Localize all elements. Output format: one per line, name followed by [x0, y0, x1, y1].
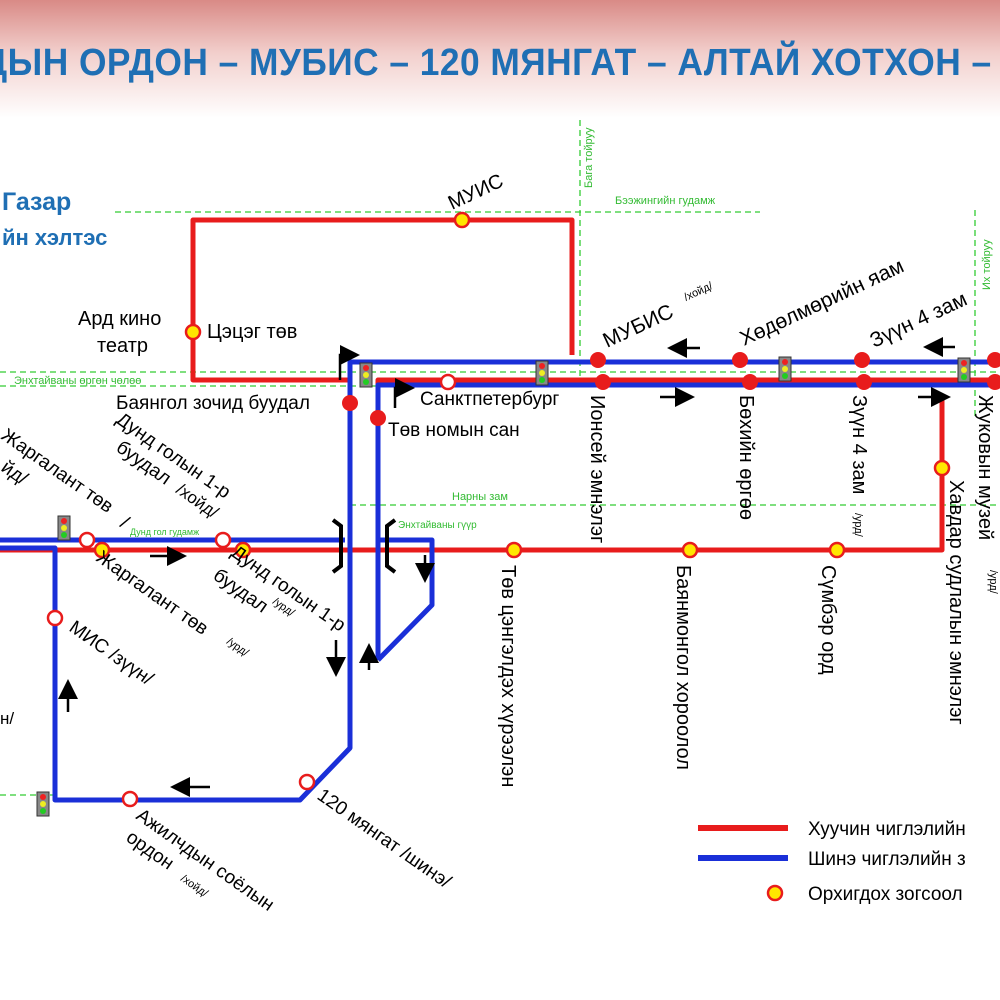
stop-label-tuv-nomyn-san: Төв номын сан — [388, 420, 520, 441]
stop-label-jargalant-s: Жаргалант төв — [92, 547, 212, 640]
stop-label-ard-kino: Ард кино — [78, 308, 161, 330]
org-name-line2: йн хэлтэс — [2, 225, 107, 250]
legend-stop-label: Орхигдох зогсоол — [808, 884, 963, 905]
traffic-light-icon — [957, 357, 971, 383]
stop-marker-dund-gol-s — [214, 531, 232, 549]
stop-label-zuun4-top: Зүүн 4 зам — [866, 288, 970, 353]
traffic-lights — [36, 356, 971, 817]
street-label-baga-toiruu: Бага тойруу — [583, 127, 595, 188]
stop-marker-mubis — [590, 352, 606, 368]
stop-marker-sumber — [828, 541, 846, 559]
stop-marker-mis — [46, 609, 64, 627]
old-route-narny-zam — [0, 395, 945, 553]
org-name-line1: Газар — [2, 188, 71, 216]
street-label-beejingiin: Бээжингийн гудамж — [615, 195, 716, 207]
stop-marker-muis — [453, 211, 471, 229]
stop-marker-khavdar — [933, 459, 951, 477]
stop-marker-tuv-nomyn-san — [370, 410, 386, 426]
stop-label-left-edge: н/ — [0, 709, 14, 728]
stop-label-ionsei: Ионсей эмнэлэг — [586, 395, 608, 543]
stop-marker-ionsei — [595, 374, 611, 390]
traffic-light-icon — [57, 515, 71, 541]
header-band — [0, 0, 1000, 118]
stop-marker-bekh — [742, 374, 758, 390]
stop-label-jargalant-s-note: /урд/ — [224, 636, 251, 660]
arrow-turn-2 — [393, 378, 415, 408]
stop-label-sumber: Сүмбэр орд — [817, 565, 839, 675]
legend-new-label: Шинэ чиглэлийн з — [808, 849, 966, 870]
stop-label-khavdar: Хавдар судлалын эмнэлэг — [945, 480, 967, 725]
legend-old-label: Хуучин чиглэлийн — [808, 819, 966, 840]
stop-marker-jargalant-n — [93, 541, 111, 559]
stop-label-tsetseg: Цэцэг төв — [207, 321, 297, 343]
stop-marker-khudulmur — [732, 352, 748, 368]
legend: Хуучин чиглэлийн Шинэ чиглэлийн з Орхигд… — [698, 819, 966, 905]
stop-label-teatr: театр — [97, 335, 148, 357]
removed-stops — [93, 211, 951, 559]
stop-marker-tsetseg — [184, 323, 202, 341]
stop-label-zuun4-note: /урд/ — [852, 513, 864, 538]
stop-marker-east-top — [987, 352, 1000, 368]
arrow-turn-1 — [338, 345, 360, 380]
stop-label-120: 120 мянгат /шинэ/ — [313, 785, 455, 893]
bridge-icon — [331, 518, 397, 574]
stop-marker-tuv-tsengeldekh — [505, 541, 523, 559]
traffic-light-icon — [36, 791, 50, 817]
legend-stop-icon — [766, 884, 784, 902]
street-label-dund-gol: Дунд гол гудамж — [130, 527, 199, 537]
stop-label-zhukov-note: /урд/ — [987, 570, 999, 595]
stop-marker-dund-gol-n — [234, 541, 252, 559]
stop-marker-zuun4 — [856, 374, 872, 390]
active-stops — [342, 352, 1000, 426]
stop-label-mubis: МУБИС — [599, 300, 677, 352]
stop-marker-bayanmongol — [681, 541, 699, 559]
stop-label-sankt: Санктпетербург — [420, 389, 559, 410]
stop-marker-jargalant-s — [78, 531, 96, 549]
stop-marker-120 — [298, 773, 316, 791]
stop-label-ajilchdyn-note: /хойд/ — [178, 873, 210, 901]
old-route-muis-loop — [190, 217, 575, 400]
stop-label-bayanmongol: Баянмонгол хороолол — [672, 565, 694, 770]
stop-label-bayangol: Баянгол зочид буудал — [116, 393, 310, 414]
stop-label-zhukov: Жуковын музей — [974, 395, 996, 540]
stop-label-mubis-note: /хойд/ — [682, 280, 715, 304]
stop-label-tuv-tsengeldekh: Төв цэнгэлдэх хүрээлэн — [497, 565, 519, 787]
stop-marker-bayangol — [342, 395, 358, 411]
stop-marker-zhukov — [987, 374, 1000, 390]
traffic-light-icon — [778, 356, 792, 382]
stop-marker-ajilchdyn — [121, 790, 139, 808]
new-route-east-branch — [375, 382, 1000, 660]
traffic-light-icon — [535, 360, 549, 386]
direction-arrows — [58, 337, 955, 797]
street-label-enkhtaivan: Энхтайваны өргөн чөлөө — [14, 375, 141, 387]
stop-marker-zuun4-top — [854, 352, 870, 368]
page-title: ДЫН ОРДОН – МУБИС – 120 МЯНГАТ – АЛТАЙ Х… — [0, 42, 1000, 84]
traffic-light-icon — [359, 362, 373, 388]
street-label-enkhtaivan-guur: Энхтайваны гүүр — [398, 520, 477, 531]
stop-label-zuun4: Зүүн 4 зам — [848, 395, 870, 494]
street-label-ikh-toiruu: Их тойруу — [981, 239, 993, 290]
stop-label-bekh: Бөхийн өргөө — [735, 395, 757, 520]
stop-label-mis: МИС /зүүн/ — [65, 617, 157, 690]
street-label-narny-zam: Нарны зам — [452, 491, 508, 503]
stop-label-muis: МУИС — [445, 170, 507, 215]
stop-marker-sankt — [439, 373, 457, 391]
new-stops — [46, 373, 457, 808]
